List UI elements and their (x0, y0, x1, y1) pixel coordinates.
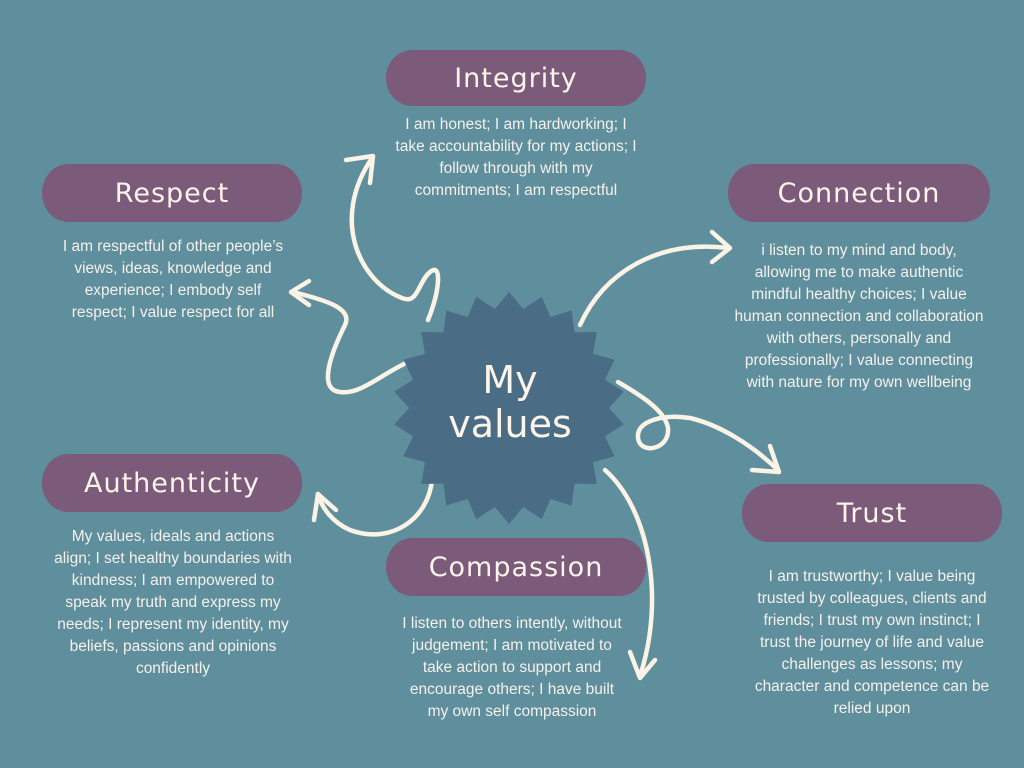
compassion-pill: Compassion (386, 538, 646, 596)
respect-pill: Respect (42, 164, 302, 222)
trust-description: I am trustworthy; I value being trusted … (754, 568, 990, 717)
arrow-to-respect (290, 289, 411, 395)
arrow-to-authenticity (315, 477, 435, 537)
center-badge (394, 292, 624, 524)
connection-title: Connection (777, 177, 941, 209)
arrow-to-bottom (602, 467, 655, 679)
center-title: My values (425, 358, 595, 446)
arrow-to-connection (577, 244, 731, 328)
center-title-line2: values (448, 402, 572, 446)
arrow-to-trust (615, 379, 781, 473)
arrowhead-authenticity (311, 491, 339, 523)
compassion-description: I listen to others intently, without jud… (402, 615, 622, 720)
arrow-to-integrity (349, 155, 441, 323)
integrity-pill: Integrity (386, 50, 646, 106)
integrity-title: Integrity (454, 62, 578, 94)
center-title-line1: My (482, 358, 538, 402)
arrowhead-bottom (627, 649, 658, 681)
authenticity-title: Authenticity (83, 467, 260, 499)
arrowhead-connection (709, 229, 733, 265)
arrowhead-trust (749, 443, 782, 475)
authenticity-description: My values, ideals and actions align; I s… (54, 528, 292, 677)
arrowhead-integrity (343, 153, 376, 186)
authenticity-pill: Authenticity (42, 454, 302, 512)
trust-pill: Trust (742, 484, 1002, 542)
arrowhead-respect (288, 278, 312, 308)
connection-description: i listen to my mind and body, allowing m… (734, 242, 984, 391)
respect-title: Respect (114, 177, 230, 209)
compassion-title: Compassion (428, 551, 604, 583)
integrity-description: I am honest; I am hardworking; I take ac… (395, 116, 637, 199)
connection-pill: Connection (728, 164, 990, 222)
trust-title: Trust (836, 497, 908, 529)
respect-description: I am respectful of other people’s views,… (62, 238, 284, 321)
